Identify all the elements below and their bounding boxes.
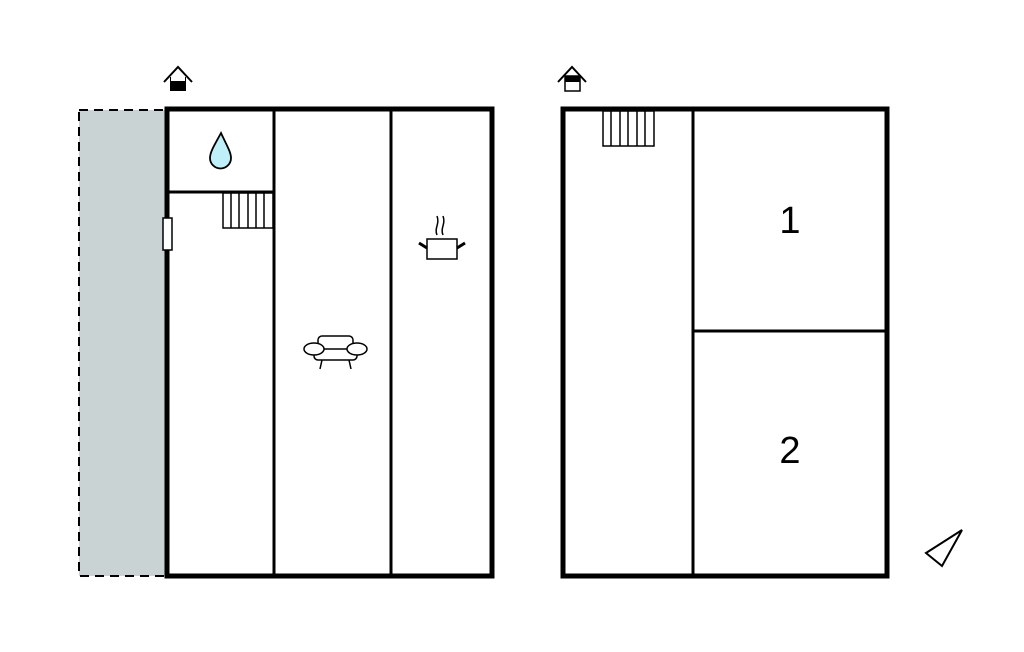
stairs-icon	[602, 110, 655, 147]
upper-floor-outer-wall	[560, 106, 890, 579]
north-arrow-icon	[924, 529, 963, 568]
sofa-icon	[303, 335, 368, 370]
entrance-icon	[163, 65, 193, 91]
upper-floor-plan: 1 2	[557, 65, 890, 579]
bedroom-2-label: 2	[779, 430, 800, 472]
entrance-icon	[557, 65, 587, 92]
door	[162, 217, 173, 251]
terrace	[78, 109, 167, 577]
stairs-icon	[222, 192, 274, 229]
bedroom-1-label: 1	[779, 200, 800, 242]
cooking-pot-icon	[418, 215, 466, 260]
water-drop-icon	[209, 130, 232, 170]
ground-floor-plan	[78, 65, 495, 579]
